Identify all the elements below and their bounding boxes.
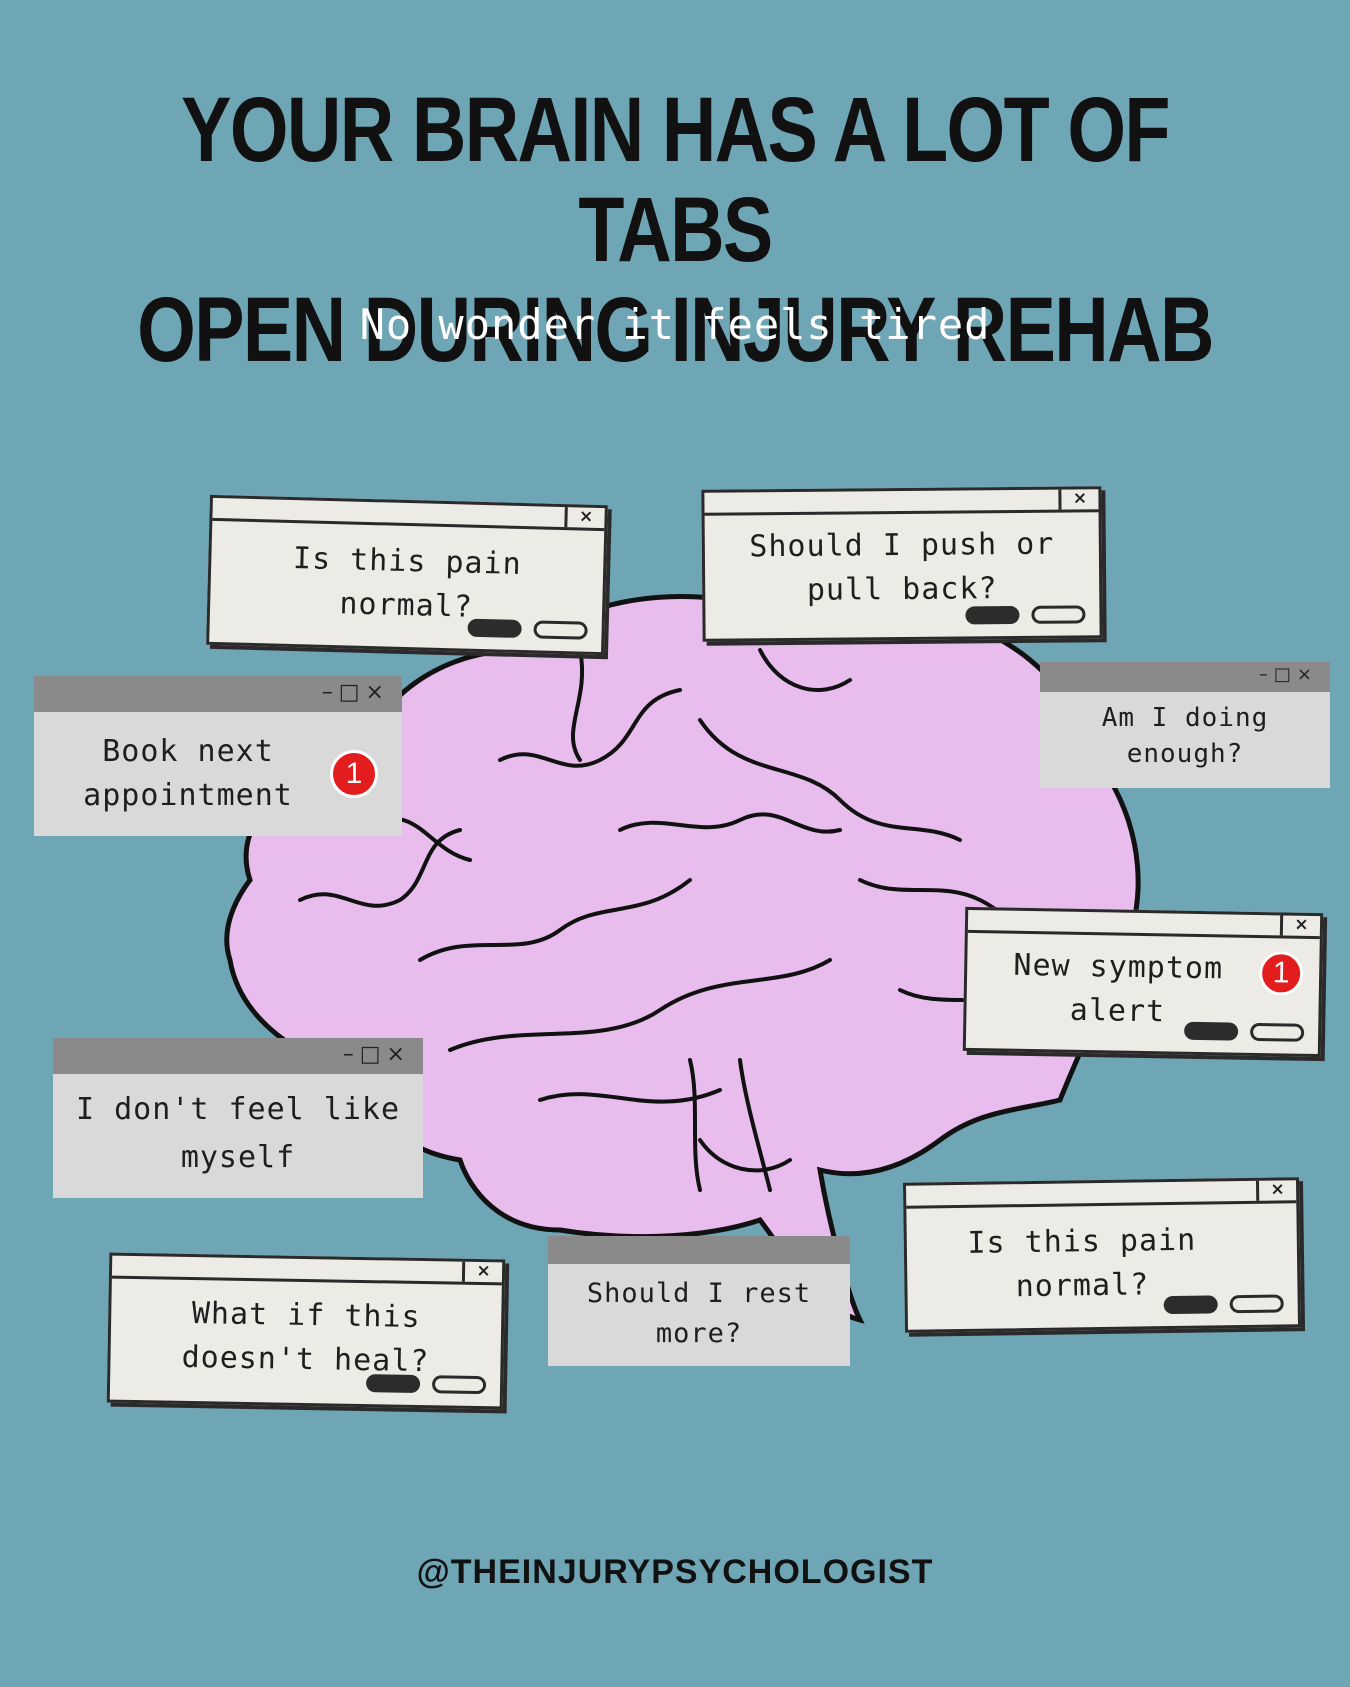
window-controls-icon[interactable]: –□×: [1258, 664, 1318, 685]
popup-window-doesnt-heal[interactable]: × What if this doesn't heal?: [106, 1252, 506, 1410]
popup-message: Should I push or pull back?: [705, 522, 1100, 613]
popup-window-new-symptom[interactable]: × New symptom alert 1: [962, 906, 1324, 1058]
notification-badge: 1: [1258, 951, 1304, 996]
ok-button[interactable]: [467, 618, 522, 639]
popup-line: What if this: [191, 1296, 421, 1335]
popup-titlebar: –□×: [53, 1038, 423, 1074]
brain-body: [224, 593, 1141, 1324]
close-icon[interactable]: ×: [1255, 1179, 1297, 1201]
popup-line: more?: [655, 1318, 743, 1349]
subtitle: No wonder it feels tired: [359, 300, 991, 349]
cancel-button[interactable]: [1249, 1022, 1305, 1042]
ok-button[interactable]: [365, 1374, 421, 1393]
popup-window-not-myself[interactable]: –□× I don't feel like myself: [53, 1038, 423, 1198]
popup-line: New symptom: [1013, 947, 1224, 987]
popup-window-pain-normal-1[interactable]: × Is this pain normal?: [206, 494, 608, 656]
social-handle: @THEINJURYPSYCHOLOGIST: [416, 1553, 934, 1591]
ok-button[interactable]: [1183, 1021, 1239, 1041]
popup-line: myself: [180, 1140, 296, 1175]
close-icon[interactable]: ×: [564, 506, 605, 529]
popup-line: appointment: [83, 778, 293, 813]
popup-message: I don't feel like myself: [53, 1086, 423, 1182]
popup-line: Is this pain: [967, 1222, 1197, 1261]
popup-line: I don't feel like: [75, 1092, 401, 1127]
popup-window-doing-enough[interactable]: –□× Am I doing enough?: [1040, 662, 1330, 788]
page-title: YOUR BRAIN HAS A LOT OF TABS OPEN DURING…: [122, 80, 1229, 380]
close-icon[interactable]: ×: [1279, 915, 1321, 937]
window-controls-icon[interactable]: –□×: [321, 680, 390, 705]
ok-button[interactable]: [1163, 1295, 1218, 1315]
popup-message: Am I doing enough?: [1040, 700, 1330, 772]
window-controls-icon[interactable]: –□×: [342, 1042, 411, 1067]
popup-message: Book next appointment: [34, 730, 342, 818]
cancel-button[interactable]: [1031, 605, 1086, 624]
popup-titlebar: ×: [967, 909, 1321, 940]
popup-titlebar: ×: [212, 497, 605, 532]
cancel-button[interactable]: [533, 620, 588, 640]
popup-titlebar: ×: [906, 1179, 1297, 1209]
popup-window-pain-normal-2[interactable]: × Is this pain normal?: [902, 1177, 1302, 1333]
popup-message: Should I rest more?: [548, 1274, 850, 1354]
cancel-button[interactable]: [431, 1375, 487, 1395]
popup-line: Should I rest: [586, 1278, 812, 1309]
popup-titlebar: [548, 1236, 850, 1264]
popup-titlebar: ×: [704, 488, 1099, 516]
ok-button[interactable]: [965, 605, 1020, 625]
cancel-button[interactable]: [1229, 1294, 1284, 1314]
popup-line: Book next: [102, 734, 274, 769]
popup-titlebar: –□×: [34, 676, 402, 712]
close-icon[interactable]: ×: [461, 1261, 503, 1283]
close-icon[interactable]: ×: [1058, 488, 1099, 510]
notification-badge: 1: [330, 750, 378, 798]
popup-line: Should I push or: [749, 526, 1055, 565]
popup-line: Am I doing: [1101, 703, 1269, 733]
title-line-2: OPEN DURING INJURY REHAB: [137, 279, 1214, 381]
popup-message: Is this pain normal?: [210, 535, 604, 633]
popup-window-book-appointment[interactable]: –□× Book next appointment 1: [34, 676, 402, 836]
popup-titlebar: ×: [111, 1255, 503, 1286]
popup-line: enough?: [1126, 739, 1244, 769]
popup-window-rest-more[interactable]: Should I rest more?: [548, 1236, 850, 1366]
title-line-1: YOUR BRAIN HAS A LOT OF TABS: [181, 79, 1170, 281]
popup-window-push-or-pull[interactable]: × Should I push or pull back?: [701, 486, 1103, 642]
popup-titlebar: –□×: [1040, 662, 1330, 692]
popup-message: What if this doesn't heal?: [110, 1291, 501, 1386]
